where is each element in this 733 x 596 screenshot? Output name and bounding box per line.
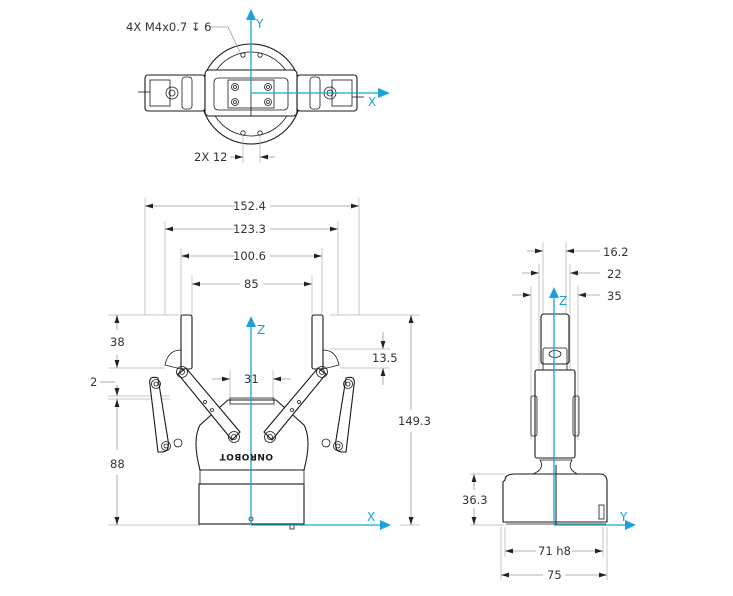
top-axis-y-arrow-icon <box>246 9 256 20</box>
dim-finger-gap: 31 <box>244 372 259 386</box>
side-view <box>470 242 636 580</box>
onrobot-logo: ONROBOT <box>219 451 273 461</box>
top-view <box>138 9 390 163</box>
dim-flange-diameter: 71 h8 <box>538 544 571 558</box>
front-width-dimensions <box>144 198 360 315</box>
front-axis-z-arrow-icon <box>246 316 256 327</box>
dim-base-height: 88 <box>110 457 125 471</box>
dim-overall-height: 149.3 <box>398 414 431 428</box>
right-inner-link <box>263 366 328 443</box>
front-axis-x-arrow-icon <box>380 520 391 530</box>
side-body <box>534 369 576 459</box>
dim-width-35: 35 <box>607 289 622 303</box>
side-axis-z-label: Z <box>559 294 567 308</box>
dim-finger-height: 38 <box>110 335 125 349</box>
spacing-callout-text: 2X 12 <box>194 150 227 164</box>
top-axis-x-arrow-icon <box>378 88 390 98</box>
left-finger <box>180 314 193 370</box>
top-axis-y-label: Y <box>255 17 264 31</box>
dim-gap: 2 <box>90 375 97 389</box>
left-inner-link <box>176 366 241 443</box>
side-base <box>502 473 608 523</box>
side-axis-z-arrow-icon <box>549 287 559 298</box>
side-finger <box>540 313 570 365</box>
front-axis-z-label: Z <box>257 323 265 337</box>
right-finger <box>311 314 324 370</box>
dim-overall-width: 152.4 <box>233 199 266 213</box>
side-axis-y-arrow-icon <box>625 520 636 530</box>
dim-width-85: 85 <box>244 277 259 291</box>
dim-width-100: 100.6 <box>233 249 266 263</box>
dim-offset: 13.5 <box>372 351 398 365</box>
side-axis-y-label: Y <box>619 510 628 524</box>
front-axis-x-label: X <box>367 510 375 524</box>
dim-side-base-height: 36.3 <box>462 493 488 507</box>
front-view <box>100 198 420 530</box>
left-outer-link <box>149 376 169 453</box>
hole-callout-leader <box>210 26 241 53</box>
top-axis-x-label: X <box>368 95 376 109</box>
dim-width-123: 123.3 <box>233 222 266 236</box>
hole-callout-text: 4X M4x0.7 ↧ 6 <box>126 20 211 34</box>
dim-finger-thickness: 16.2 <box>603 245 629 259</box>
bolt-holes <box>240 52 263 136</box>
dim-width-22: 22 <box>607 267 622 281</box>
dim-base-width: 75 <box>547 568 562 582</box>
right-outer-link <box>335 376 355 453</box>
